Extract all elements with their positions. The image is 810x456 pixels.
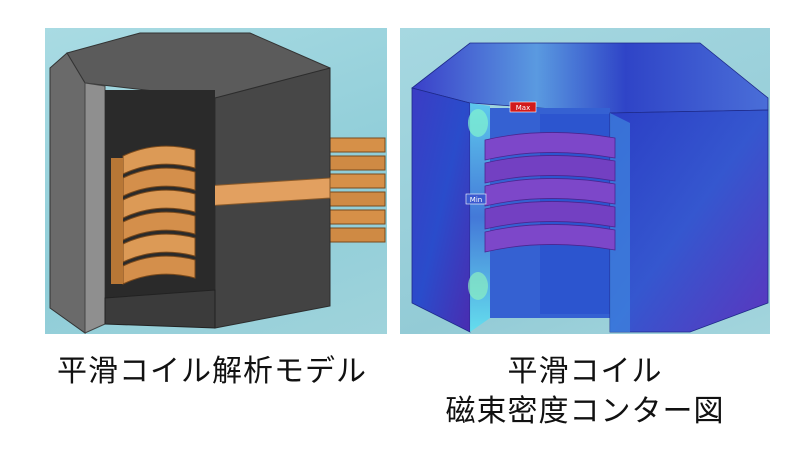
max-marker: Max	[509, 101, 537, 113]
core-left-leg	[49, 52, 86, 334]
contour-left-leg	[411, 87, 471, 333]
coil-model-image	[45, 28, 387, 334]
left-caption: 平滑コイル解析モデル	[57, 354, 367, 389]
right-caption-line1: 平滑コイル	[507, 354, 663, 389]
right-caption-line2: 磁束密度コンター図	[445, 394, 725, 429]
flux-contour-drawing: Max Min	[411, 42, 769, 333]
outer-winding-leads	[326, 137, 386, 243]
winding-stack	[111, 145, 196, 285]
flux-contour-image: Max Min	[400, 28, 770, 334]
contour-top-face	[411, 42, 769, 114]
max-label: Max	[516, 104, 530, 112]
min-marker: Min	[465, 193, 487, 205]
contour-right-block	[609, 109, 769, 333]
contour-winding-stack	[484, 132, 616, 253]
coil-model-drawing	[49, 32, 386, 334]
min-label: Min	[470, 196, 482, 204]
